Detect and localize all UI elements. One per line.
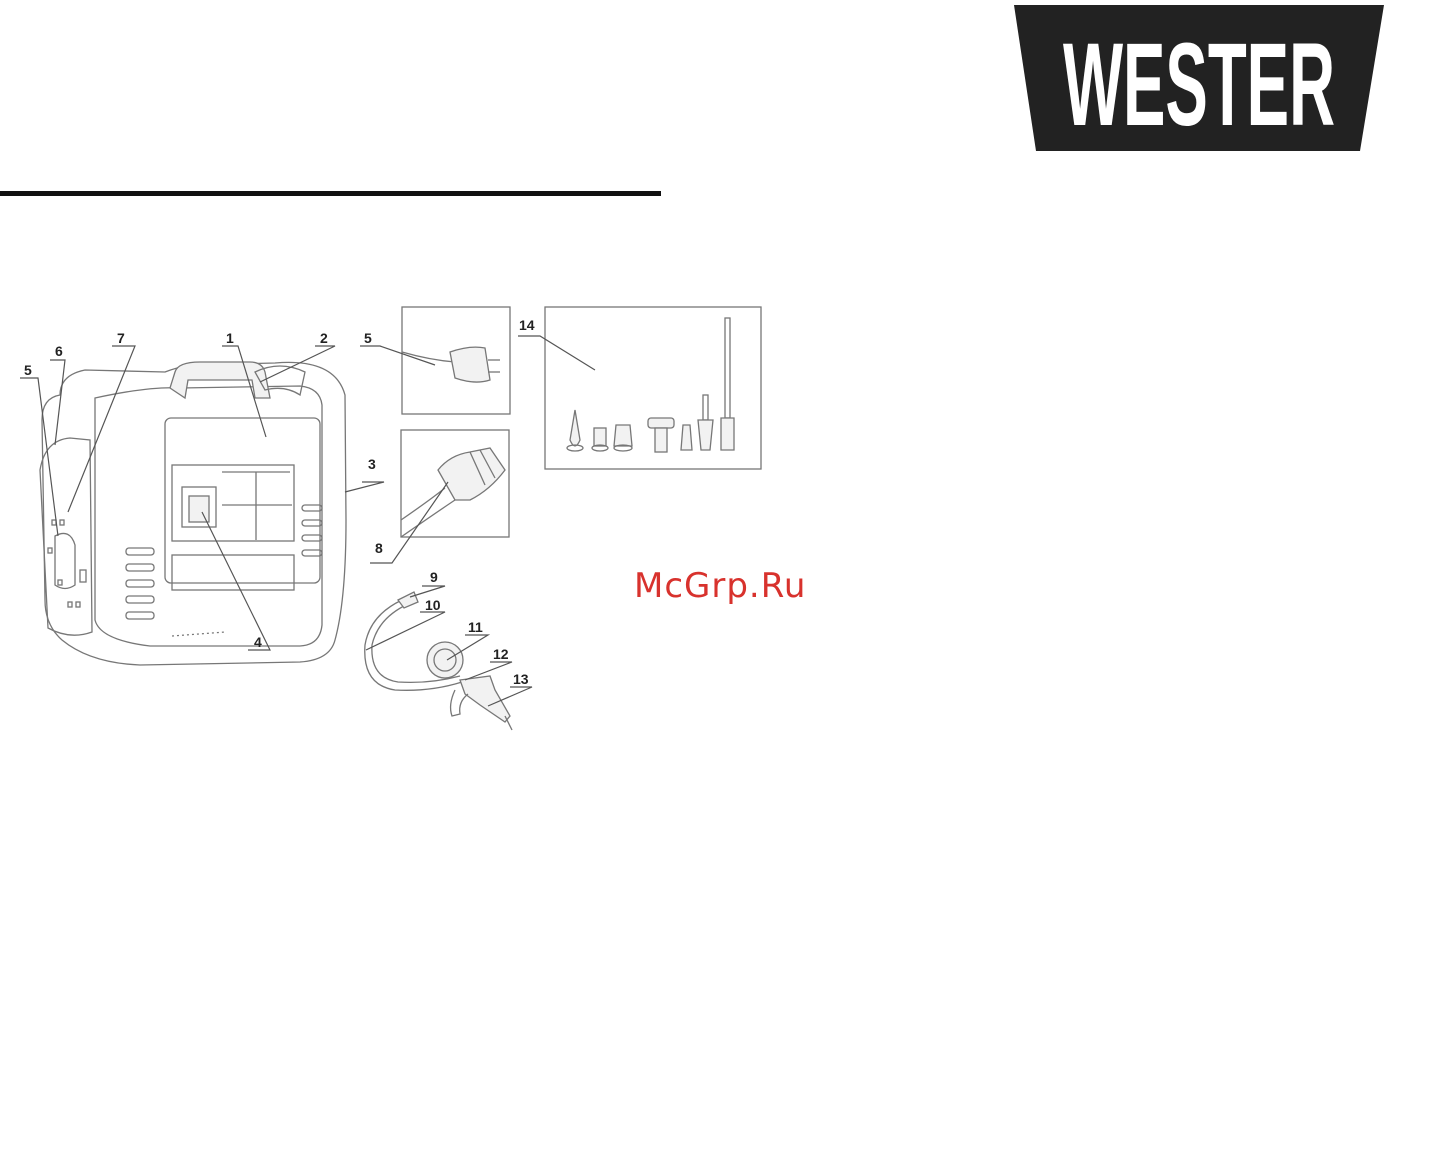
parts-diagram: 1 2 3 4 5 6 7 5 8 9 10 11 12 13 14: [0, 290, 800, 750]
callout-4: 4: [254, 634, 262, 650]
callout-13: 13: [513, 671, 529, 687]
callout-9: 9: [430, 569, 438, 585]
power-plug-inset: [402, 307, 510, 414]
accessories-inset: [545, 307, 761, 469]
quick-coupler-inset: [401, 430, 509, 537]
callout-2: 2: [320, 330, 328, 346]
brand-logo: WESTER: [1014, 5, 1384, 153]
logo-text: WESTER: [1063, 19, 1335, 151]
header-divider: [0, 191, 661, 196]
watermark-text: McGrp.Ru: [634, 566, 806, 606]
callout-5-side: 5: [24, 362, 32, 378]
compressor-body: [40, 362, 346, 665]
callout-6: 6: [55, 343, 63, 359]
callout-3: 3: [368, 456, 376, 472]
callout-5-plug: 5: [364, 330, 372, 346]
callout-8: 8: [375, 540, 383, 556]
callout-14: 14: [519, 317, 535, 333]
callout-11: 11: [468, 619, 483, 635]
callout-12: 12: [493, 646, 509, 662]
callout-1: 1: [226, 330, 234, 346]
callout-7: 7: [117, 330, 125, 346]
callout-10: 10: [425, 597, 441, 613]
